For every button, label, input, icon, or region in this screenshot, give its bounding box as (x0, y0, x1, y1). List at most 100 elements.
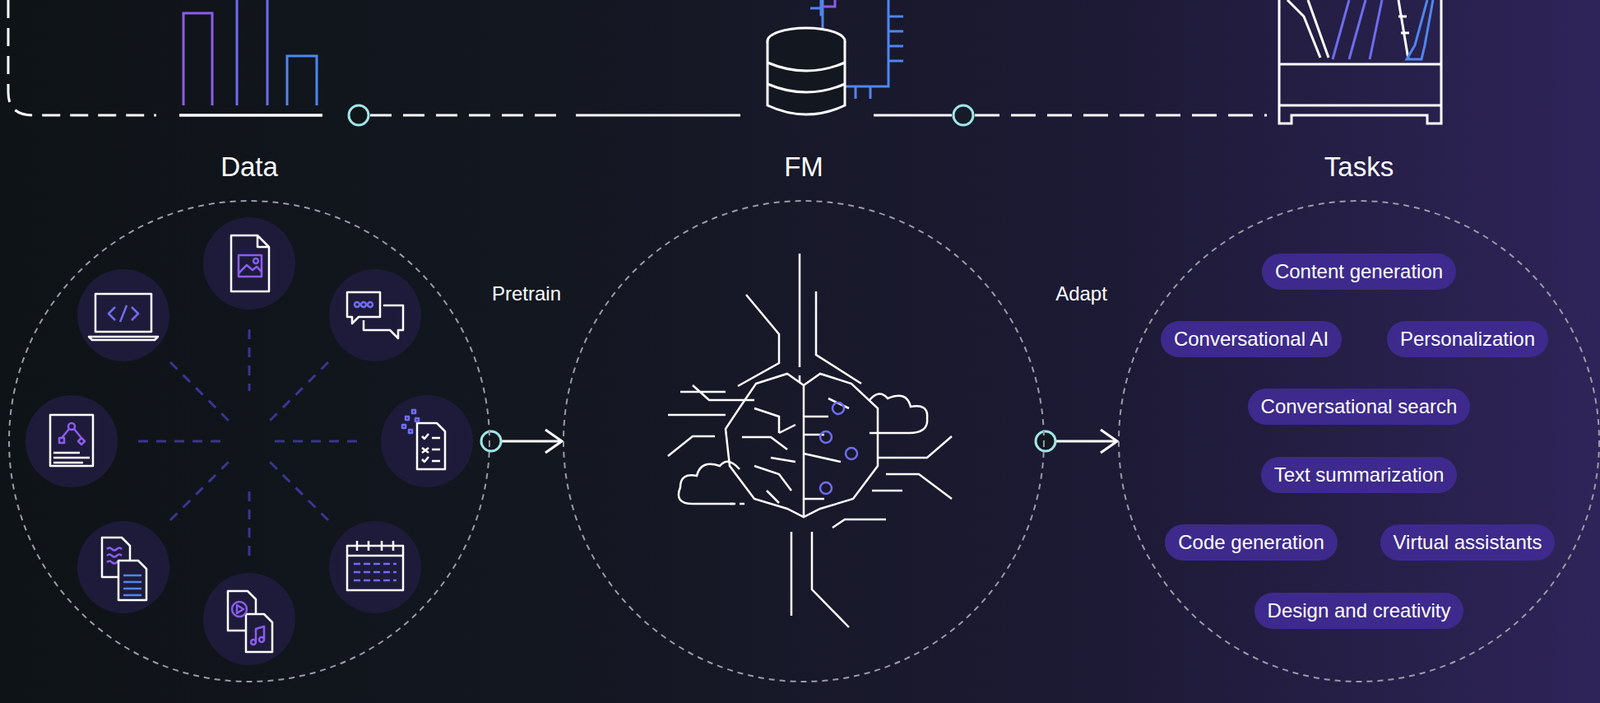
checklist-icon (417, 422, 446, 469)
task-pill: Virtual assistants (1380, 524, 1556, 561)
media-docs-icon (245, 613, 273, 652)
task-pill: Text summarization (1261, 456, 1458, 493)
brain-circuit-icon (791, 435, 952, 627)
task-label: Content generation (1275, 259, 1443, 283)
dashed-ring (9, 200, 490, 682)
stage-heading: Data (220, 151, 279, 183)
data-icon-backgrounds (329, 268, 422, 362)
media-docs-icon (227, 590, 273, 652)
data-icon-backgrounds (203, 572, 296, 665)
chat-icon (347, 292, 404, 339)
data-icon-backgrounds (203, 217, 296, 310)
calendar-icon (347, 540, 404, 556)
task-label: Personalization (1400, 327, 1536, 350)
dashed-ring (7, 199, 492, 683)
diagram-doc-icon (53, 452, 90, 463)
connector-start-dot (1035, 431, 1056, 451)
top-timeline (370, 114, 560, 117)
brain-circuit-icon (820, 431, 832, 443)
stage-circle: TasksContent generationConversational AI… (1117, 199, 1600, 683)
image-doc-icon (238, 264, 262, 274)
top-timeline (179, 114, 323, 117)
bar-chart-icon (179, 0, 323, 116)
brain-circuit-icon (803, 398, 849, 499)
text-docs-icon (118, 560, 147, 600)
bar-chart-icon (183, 13, 213, 106)
task-pill: Design and creativity (1254, 592, 1465, 629)
task-pill: Personalization (1386, 320, 1549, 358)
brain-circuit-icon (729, 502, 745, 506)
connector-arrow (1035, 431, 1118, 451)
stage-heading: Tasks (1324, 151, 1394, 183)
top-timeline (8, 0, 157, 116)
brain-circuit-icon (725, 373, 878, 517)
toolbox-icon (1406, 0, 1434, 60)
bar-chart-icon (179, 114, 323, 117)
brain-circuit-icon (742, 384, 804, 517)
toolbox-icon (1279, 0, 1442, 124)
task-label: Virtual assistants (1393, 530, 1543, 553)
brain-circuit-icon (667, 253, 862, 456)
connector-arrow (481, 431, 562, 451)
chat-icon (361, 301, 367, 307)
checklist-icon (422, 433, 441, 462)
data-icon-backgrounds (77, 268, 170, 362)
media-docs-icon (255, 626, 265, 642)
data-icon-backgrounds (380, 394, 474, 487)
media-docs-icon (236, 604, 244, 613)
toolbox-icon (1332, 0, 1383, 60)
brain-circuit-icon (678, 461, 740, 504)
database-chip-icon (767, 62, 845, 93)
calendar-icon (347, 540, 404, 590)
brain-circuit-icon (869, 393, 928, 433)
top-timeline (974, 114, 1267, 117)
task-pill: Content generation (1261, 253, 1457, 290)
media-docs-icon (259, 636, 265, 642)
task-label: Code generation (1177, 530, 1324, 553)
toolbox-icon (1287, 0, 1329, 58)
text-docs-icon (123, 575, 142, 595)
code-laptop-icon (88, 293, 158, 340)
brain-circuit-icon (667, 253, 952, 627)
calendar-icon (353, 563, 397, 580)
toolbox-icon (1398, 0, 1410, 60)
stage-heading: FM (783, 151, 824, 183)
task-label: Conversational AI (1173, 327, 1329, 350)
data-spokes (138, 329, 362, 560)
toolbox-icon (1279, 0, 1442, 124)
image-doc-icon (231, 235, 269, 292)
chat-icon (354, 301, 360, 307)
diagram-doc-icon (59, 437, 65, 443)
dashed-ring (563, 200, 1044, 682)
task-label: Conversational search (1261, 394, 1458, 418)
stage-circle: FM (561, 199, 1046, 683)
brain-circuit-icon (845, 447, 858, 460)
top-timeline (953, 105, 974, 126)
diagram-doc-icon (50, 414, 93, 466)
data-icon-backgrounds (329, 520, 422, 613)
code-laptop-icon (108, 305, 139, 322)
task-pill: Conversational AI (1160, 320, 1342, 358)
top-timeline (348, 105, 369, 126)
database-chip-icon (822, 0, 835, 7)
checklist-icon (402, 409, 419, 433)
top-timeline (873, 114, 952, 117)
chat-icon (347, 292, 381, 324)
checklist-icon (402, 409, 446, 469)
code-laptop-icon (95, 293, 152, 332)
toolbox-icon (1279, 64, 1442, 106)
media-docs-icon (231, 601, 247, 617)
task-label: Design and creativity (1267, 598, 1452, 622)
top-timeline (575, 114, 741, 117)
image-doc-icon (238, 255, 262, 277)
data-spokes (138, 329, 362, 560)
brain-circuit-icon (820, 482, 832, 494)
calendar-icon (347, 545, 404, 590)
connector-start-dot (481, 431, 501, 451)
data-icon-backgrounds (77, 520, 170, 613)
data-icons (50, 235, 446, 652)
bar-chart-icon (236, 0, 268, 106)
image-doc-icon (253, 258, 259, 264)
chat-icon (363, 305, 404, 339)
